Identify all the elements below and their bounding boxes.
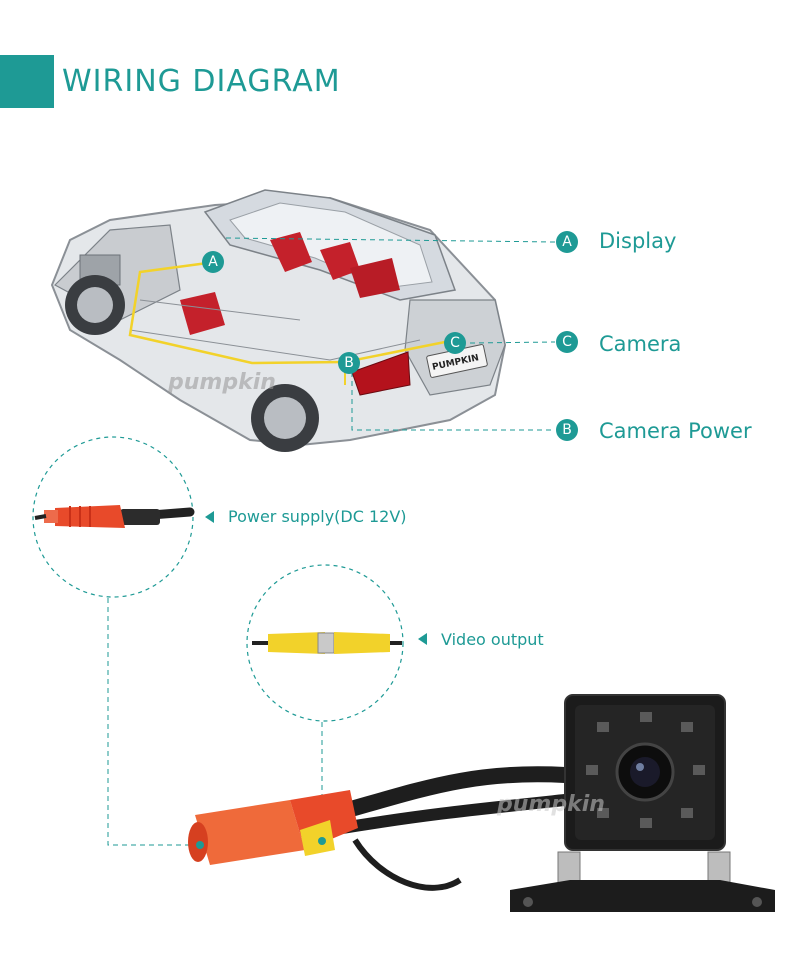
video-pointer-icon [418,633,427,645]
car-marker-a: A [202,251,224,273]
watermark-car: pumpkin [168,370,276,395]
camera-product [188,694,775,912]
car-marker-c: C [444,332,466,354]
legend-label-camera: Camera [599,332,682,356]
legend-label-display: Display [599,229,677,253]
legend-marker-a: A [556,231,578,253]
power-pointer-icon [205,511,214,523]
video-callout [246,564,404,722]
header-accent-bar [0,55,54,108]
legend-leader-lines [225,237,556,431]
video-output-label: Video output [441,630,544,649]
page-title: WIRING DIAGRAM [62,64,341,99]
power-supply-label: Power supply(DC 12V) [228,507,407,526]
callout-leader-lines [107,598,323,846]
car-illustration [50,189,507,452]
legend-label-camera-power: Camera Power [599,419,752,443]
car-marker-b: B [338,352,360,374]
legend-marker-c: C [556,331,578,353]
watermark-camera: pumpkin [497,792,605,817]
legend-marker-b: B [556,419,578,441]
power-callout [32,436,195,598]
